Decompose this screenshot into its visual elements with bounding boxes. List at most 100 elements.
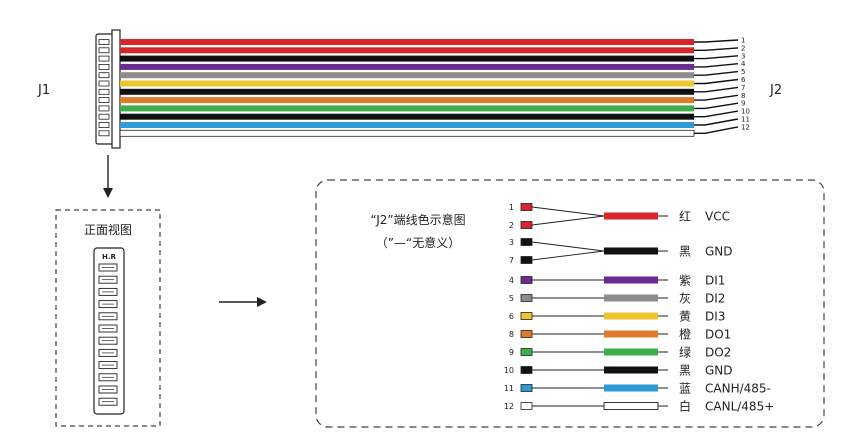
j2-label: J2 [769,83,782,98]
wire-pin-number: 7 [741,84,745,92]
wire-pin-number: 10 [741,108,750,116]
legend-pin-swatch [520,294,533,302]
wire-insulation [120,113,694,120]
wire-lead [694,63,739,68]
legend-pin-number: 6 [509,312,514,321]
connector-pin [98,47,110,54]
connector-mark: H.R [102,253,117,261]
connector-pin [98,122,110,128]
legend-pin-swatch [520,238,533,246]
legend-pin-number: 1 [509,203,514,212]
wire: 3 [120,52,745,62]
wire: 1 [120,37,745,45]
wire-lead [694,118,739,126]
legend-color-name: 灰 [679,292,691,306]
legend-pin-swatch [520,330,533,338]
legend-pin-swatch [520,312,533,320]
wire-lead [694,126,739,134]
connector-pin [98,39,110,45]
wire-insulation [120,72,694,79]
wire-pin-number: 12 [741,123,750,131]
wire-insulation [120,47,694,54]
legend-pin-number: 5 [509,294,514,303]
legend-signal: VCC [705,210,730,224]
wire-insulation [120,39,694,45]
legend-wire-swatch [604,348,658,356]
wire-pin-number: 5 [741,68,745,76]
legend-note: （”—“无意义） [376,235,460,250]
wire-lead [694,110,739,118]
legend-wire-swatch [604,330,658,338]
wire-insulation [120,122,694,128]
legend-wire-swatch [604,384,658,392]
legend-pin-number: 4 [509,276,514,285]
wire: 4 [120,60,746,70]
wire-insulation [119,129,695,137]
wire-insulation [120,105,694,112]
legend-pin-number: 3 [509,238,514,247]
wire-pin-number: 4 [741,60,746,68]
legend-wire-swatch [604,247,658,255]
wire-pin-number: 11 [741,116,750,124]
legend-color-name: 黑 [679,364,691,378]
legend-color-name: 黑 [679,245,691,259]
j1-connector [95,29,121,149]
legend-color-name: 橙 [679,327,691,342]
wire-insulation [120,80,694,87]
legend-connector-line [531,215,605,226]
legend-box [315,179,825,428]
legend-wire-swatch [604,366,658,374]
wire-lead [694,102,739,110]
legend-pin-number: 11 [504,384,514,393]
legend-connector-line [531,241,605,252]
legend-signal: DI1 [705,274,725,288]
wire-lead [694,39,739,43]
legend-pin-number: 10 [504,366,514,375]
legend-pin-number: 8 [509,330,514,339]
wire: 2 [120,44,745,54]
legend-color-name: 蓝 [679,382,691,396]
legend-pin-swatch [520,256,533,264]
wire: 8 [120,92,745,104]
wire-insulation [120,55,694,62]
connector-pin [98,55,110,62]
wire-insulation [120,88,694,95]
legend-color-name: 红 [679,209,691,224]
j1-label: J1 [37,83,50,98]
legend-row: 4 紫 DI1 [509,274,726,288]
legend-wire-swatch [604,294,658,302]
wire-insulation [120,97,694,104]
front-view-box [55,209,161,427]
connector-pin [98,130,110,137]
wire-pin-number: 1 [741,37,745,45]
connector-pin [98,72,110,79]
connector-pin [98,97,110,103]
legend-title: “J2”端线色示意图 [370,212,465,227]
legend-wire-swatch [603,402,659,410]
legend-connector-line [531,250,605,261]
connector-pin [98,88,110,95]
connector-pin [98,113,110,120]
wire: 5 [120,68,745,79]
wire: 9 [120,100,745,112]
legend-signal: DI2 [705,292,725,306]
legend-connector-line [531,206,605,217]
front-view-connector: H.R [93,247,125,415]
wire: 10 [120,108,750,120]
legend-color-name: 紫 [679,274,691,288]
legend-pin-number: 9 [509,348,514,357]
legend-signal: DO2 [705,346,731,360]
legend-pin-swatch [520,203,533,211]
connector-pin [98,80,110,87]
wire: 7 [120,84,745,95]
legend-signal: CANL/485+ [705,400,774,414]
